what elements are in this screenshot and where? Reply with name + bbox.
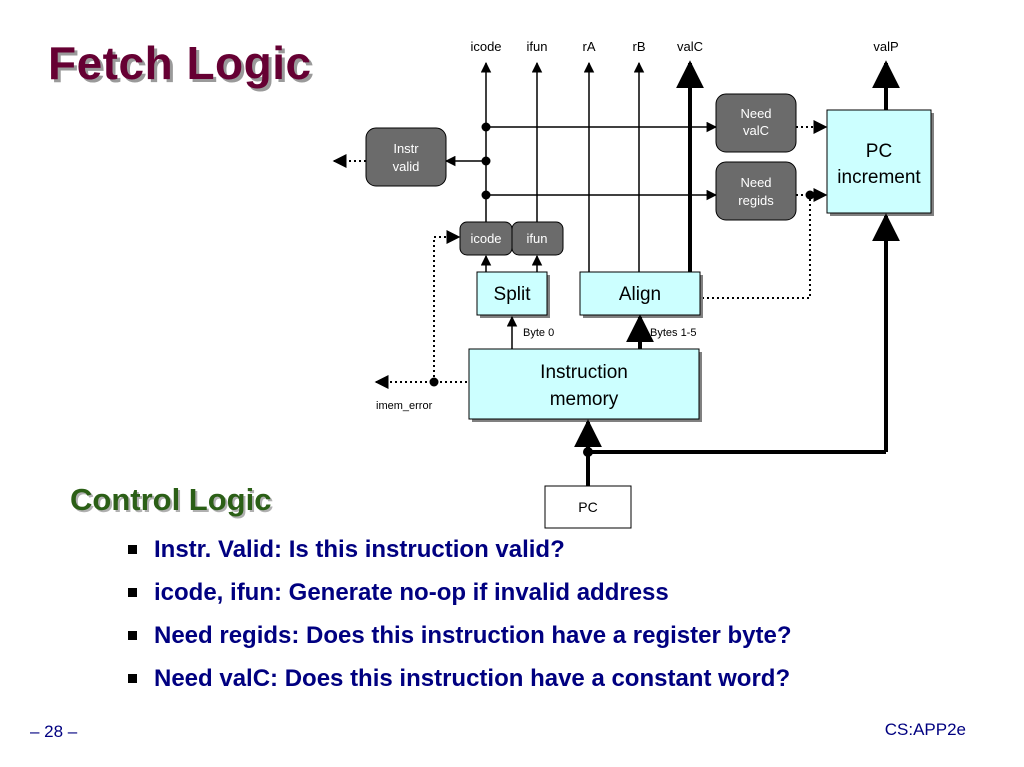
bytes15-label: Bytes 1-5 xyxy=(650,327,696,339)
junction-dot xyxy=(429,377,439,387)
need-valc-label-line2: valC xyxy=(743,123,769,138)
bullet-marker xyxy=(128,545,137,554)
instr-valid-label-line1: Instr xyxy=(393,141,419,156)
bullet-text: icode, ifun: Generate no-op if invalid a… xyxy=(154,579,669,606)
instr-valid-block xyxy=(365,127,447,187)
pc-increment-block xyxy=(826,109,932,214)
output-label-icode: icode xyxy=(470,39,501,54)
need-regids-label-line1: Need xyxy=(740,175,771,190)
bullet-marker xyxy=(128,588,137,597)
slide-title: Fetch Logic xyxy=(48,37,312,89)
output-label-valc: valC xyxy=(677,39,703,54)
need-valc-label-line1: Need xyxy=(740,106,771,121)
split-block-label: Split xyxy=(494,284,532,305)
instr-valid-label-line2: valid xyxy=(393,159,420,174)
dotted-align-to-need-regids xyxy=(702,195,811,299)
bullet-item: Need regids: Does this instruction have … xyxy=(128,618,792,661)
junction-dot xyxy=(583,447,593,457)
bullet-item: icode, ifun: Generate no-op if invalid a… xyxy=(128,575,792,618)
need-regids-label-line2: regids xyxy=(738,193,774,208)
output-label-rb: rB xyxy=(633,39,646,54)
dotted-imem-error-to-icode xyxy=(433,230,461,382)
need-regids-block xyxy=(715,161,797,221)
output-label-valp: valP xyxy=(873,39,898,54)
need-valc-block xyxy=(715,93,797,153)
bullet-list: Instr. Valid: Is this instruction valid?… xyxy=(128,532,792,704)
instruction-memory-label-line2: memory xyxy=(550,389,619,410)
output-label-ra: rA xyxy=(583,39,596,54)
pc-register-label: PC xyxy=(578,499,597,515)
bullet-text: Need valC: Does this instruction have a … xyxy=(154,665,791,692)
align-block xyxy=(579,271,701,316)
bullet-text: Instr. Valid: Is this instruction valid? xyxy=(154,536,565,563)
split-block xyxy=(476,271,548,316)
junction-dot xyxy=(805,190,815,200)
instruction-memory-label-line1: Instruction xyxy=(540,362,628,383)
bullet-item: Instr. Valid: Is this instruction valid? xyxy=(128,532,792,575)
ifun-block-label: ifun xyxy=(527,231,548,246)
byte0-label: Byte 0 xyxy=(523,327,554,339)
instruction-memory-block xyxy=(468,348,700,420)
pc-increment-label-line1: PC xyxy=(866,141,892,162)
icode-block-label: icode xyxy=(470,231,501,246)
pc-increment-label-line2: increment xyxy=(837,167,921,188)
output-label-ifun: ifun xyxy=(527,39,548,54)
align-block-label: Align xyxy=(619,284,661,305)
bullet-text: Need regids: Does this instruction have … xyxy=(154,622,792,649)
bullet-item: Need valC: Does this instruction have a … xyxy=(128,661,792,704)
junction-dot xyxy=(481,190,491,200)
imem-error-label: imem_error xyxy=(376,400,433,412)
course-label: CS:APP2e xyxy=(884,720,966,739)
page-number: – 28 – xyxy=(30,722,78,741)
bullet-marker xyxy=(128,631,137,640)
section-heading: Control Logic xyxy=(70,482,272,517)
pc-register-block xyxy=(544,485,632,529)
junction-dot xyxy=(481,122,491,132)
junction-dot xyxy=(481,156,491,166)
bullet-marker xyxy=(128,674,137,683)
